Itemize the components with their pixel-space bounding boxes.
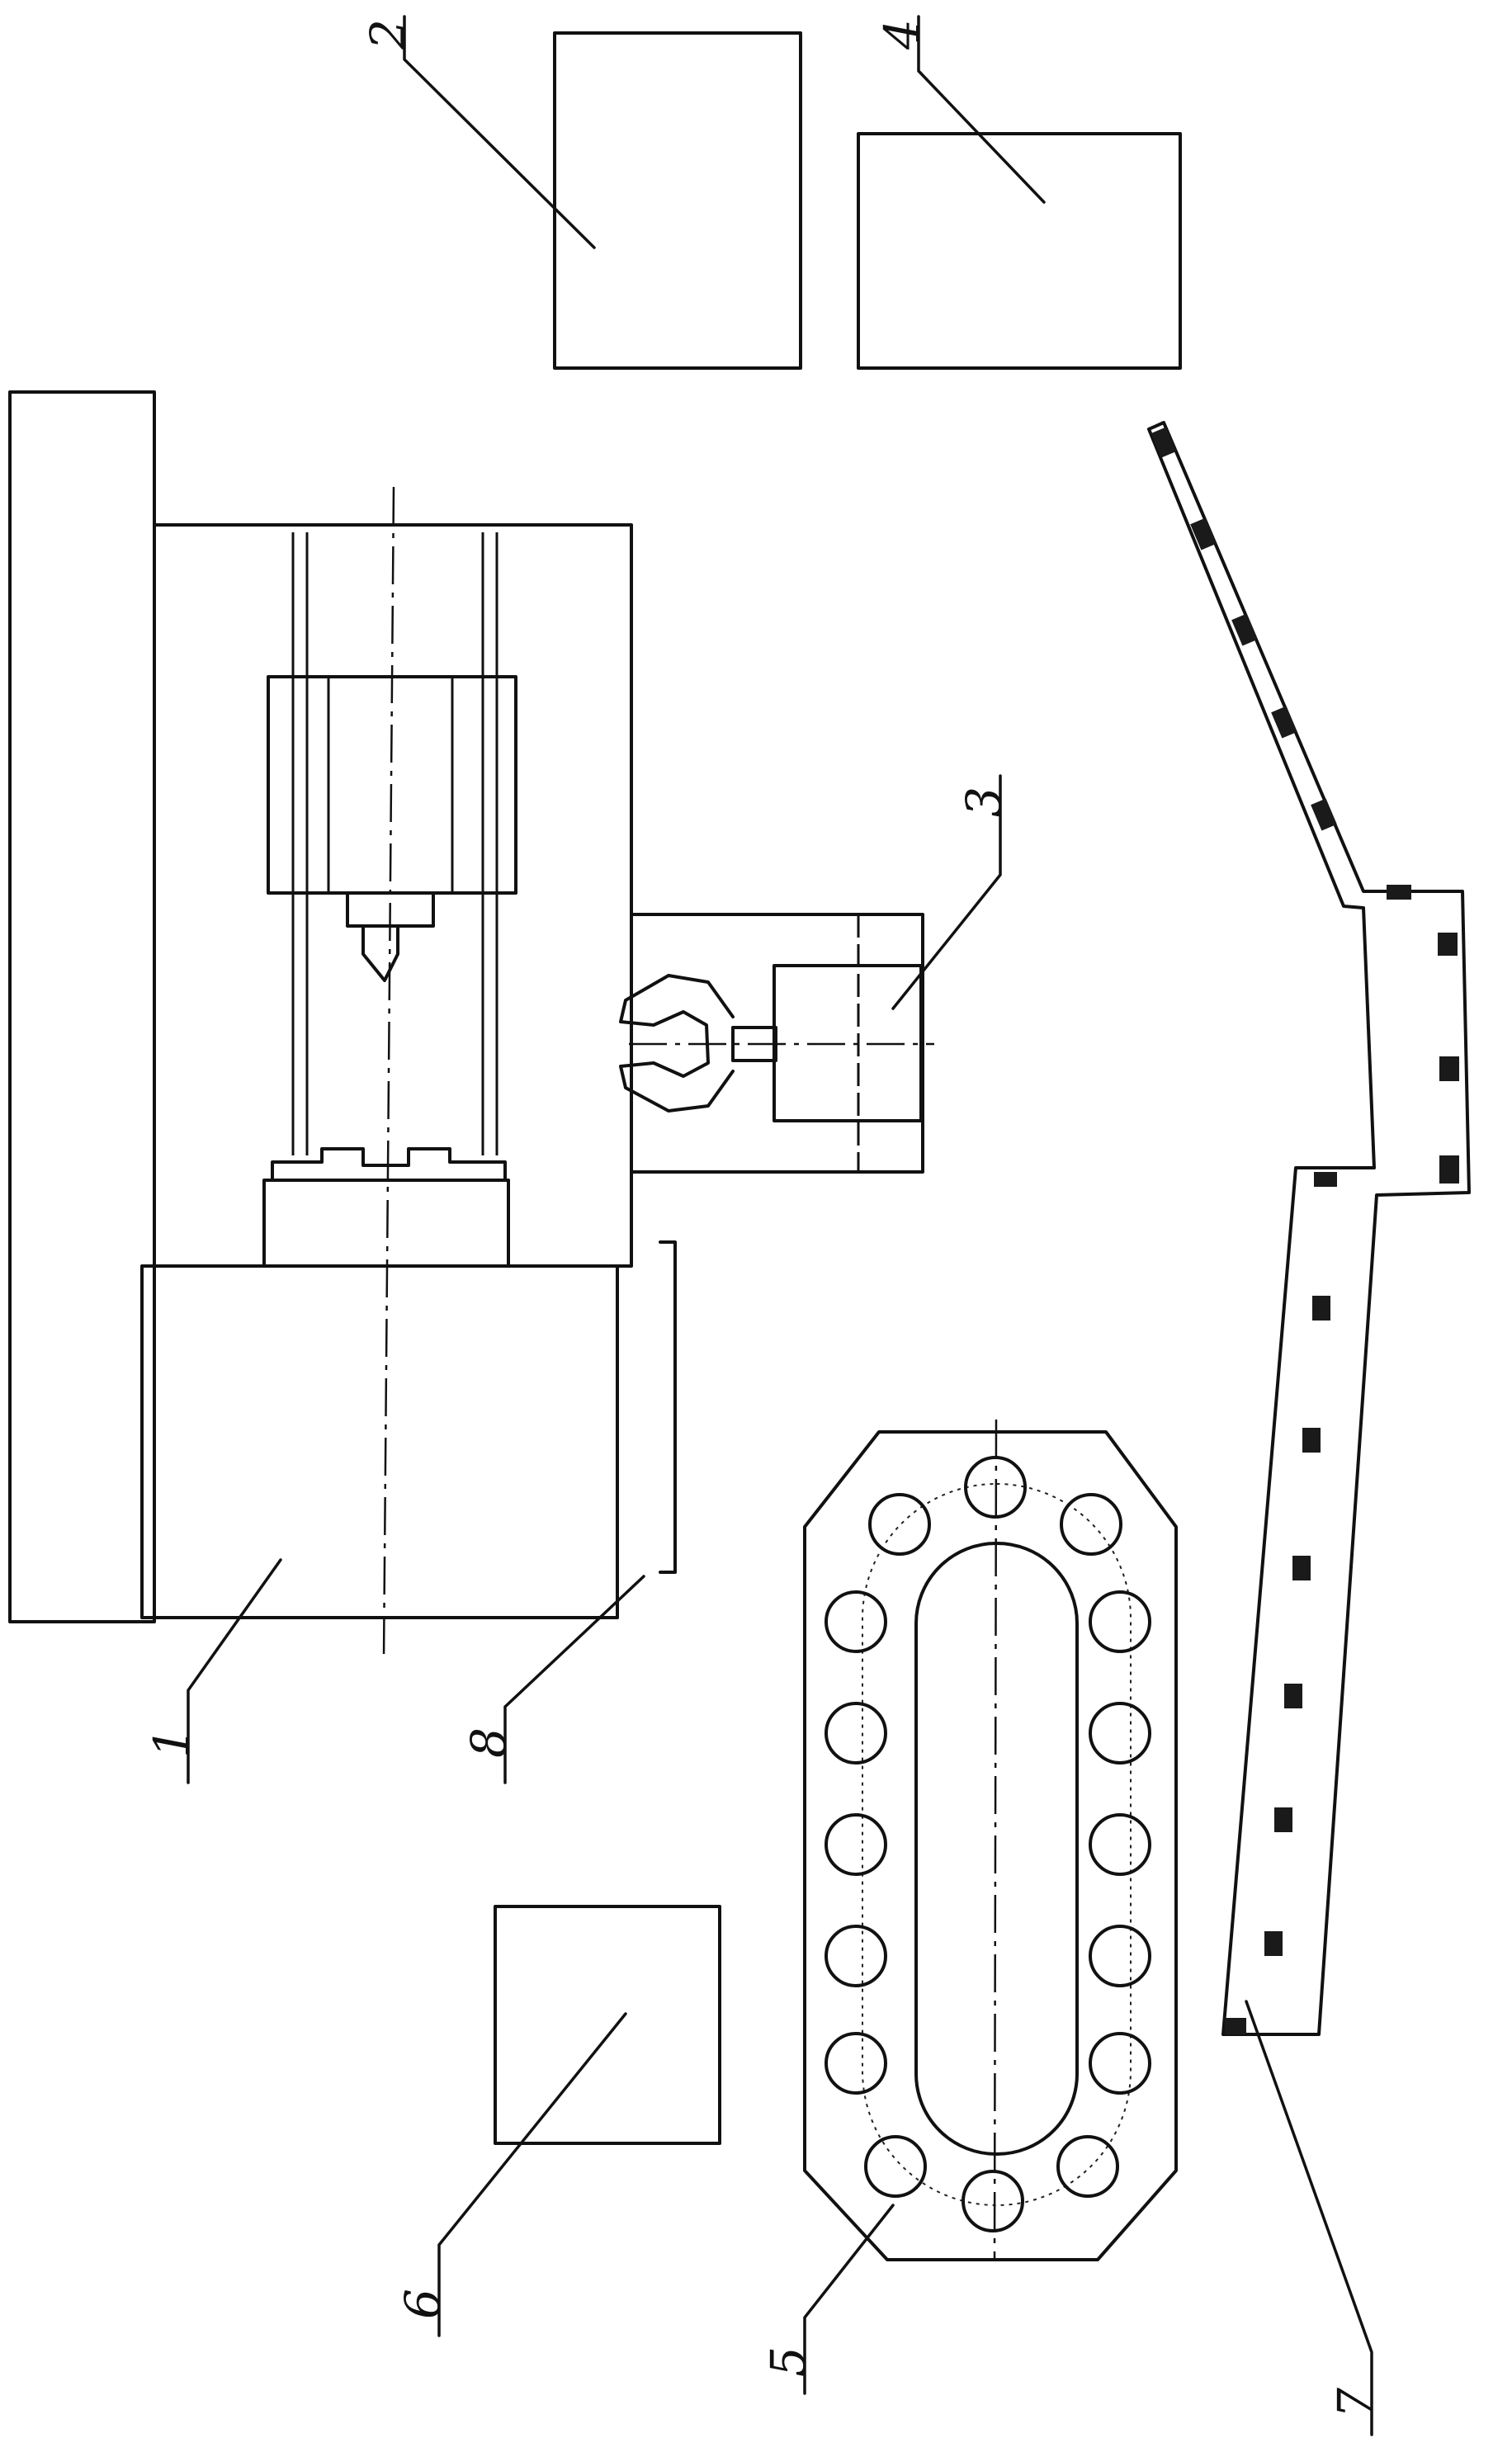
pallet-station	[964, 1456, 1027, 1519]
box-4	[857, 132, 1182, 370]
conveyor-outline	[1147, 421, 1471, 2036]
label-2: 2	[360, 19, 416, 50]
pallet-station	[868, 1493, 931, 1556]
machine-column	[8, 390, 156, 1623]
gripper-jaws-icon	[619, 974, 735, 1113]
leader-lines	[187, 15, 1373, 2436]
pallet-station	[1089, 1702, 1151, 1765]
pallet-station	[825, 2032, 887, 2095]
box-6	[494, 1905, 721, 2145]
pallet-station	[825, 1590, 887, 1653]
pallet-station	[1089, 2032, 1151, 2095]
pallet-station	[825, 1813, 887, 1876]
machine-centerline	[382, 486, 395, 1660]
gripper-unit	[619, 913, 934, 1174]
pallet-station	[825, 1702, 887, 1765]
label-6: 6	[395, 2289, 451, 2319]
gripper-arm	[731, 1026, 777, 1062]
pallet-station	[962, 2170, 1024, 2232]
label-4: 4	[874, 19, 930, 50]
box-2	[553, 31, 802, 370]
worktable-clamps	[271, 1147, 507, 1182]
label-3: 3	[956, 787, 1012, 817]
drill-tip	[361, 924, 399, 982]
machine-tool	[8, 390, 633, 1660]
conveyor-segments	[1151, 427, 1459, 2034]
pallet-magazine	[803, 1419, 1178, 2262]
label-1: 1	[144, 1727, 200, 1758]
side-bracket	[659, 1240, 677, 1574]
conveyor	[1147, 421, 1471, 2036]
worktable	[262, 1179, 510, 1268]
magazine-frame	[803, 1430, 1178, 2261]
part-labels: 1 8 2 4 3 6 5 7	[144, 19, 1383, 2418]
label-8: 8	[461, 1727, 517, 1758]
pallet-station	[1060, 1493, 1122, 1556]
label-5: 5	[760, 2346, 816, 2377]
pallet-station	[1089, 1813, 1151, 1876]
pallet-station	[1089, 1590, 1151, 1653]
machine-table-body	[140, 1264, 619, 1619]
label-7: 7	[1327, 2388, 1383, 2418]
pallet-stations	[825, 1456, 1151, 2232]
pallet-station	[825, 1925, 887, 1987]
pallet-station	[864, 2135, 927, 2198]
pallet-station	[1056, 2135, 1119, 2198]
pallet-station	[1089, 1925, 1151, 1987]
